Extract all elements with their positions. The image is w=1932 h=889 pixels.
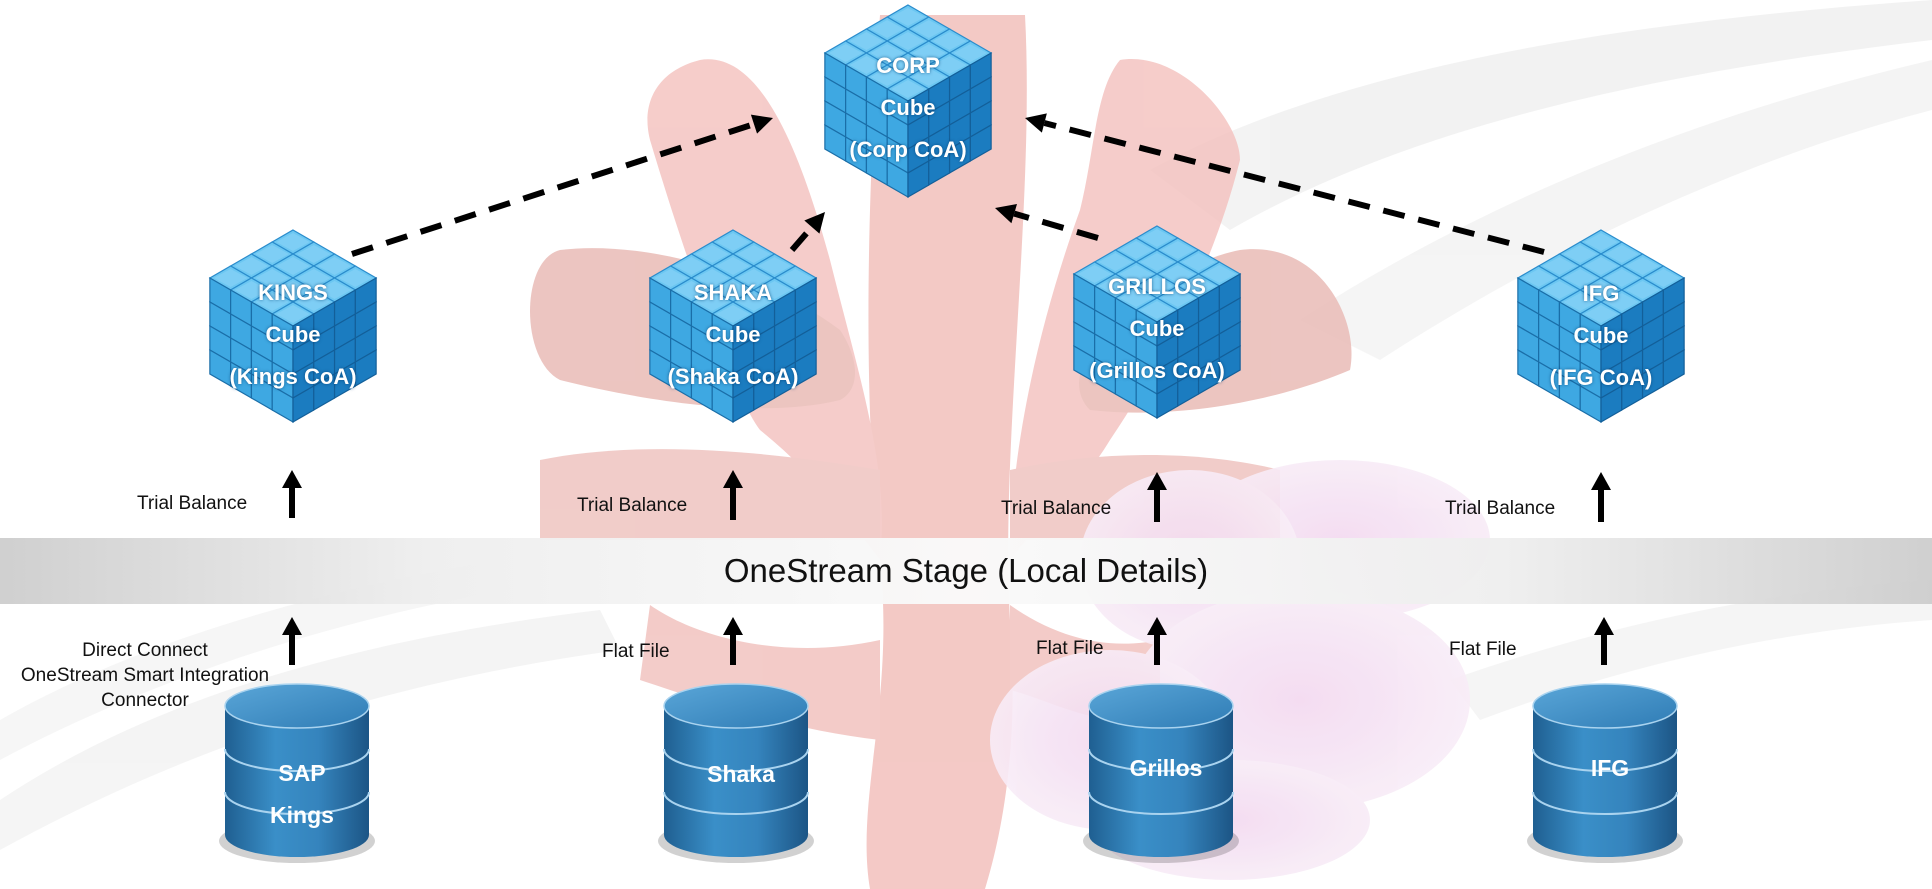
up-arrow-group [282,470,1614,665]
cube-title-corp: CORP [876,53,940,78]
sap-kings-database-icon [219,683,375,863]
trial-balance-label-kings: Trial Balance [137,493,248,514]
dashed-arrow-shaka-to-corp [789,212,825,252]
dashed-arrow-group [351,113,1545,257]
up-arrow-shaka-source [723,617,743,665]
source-label-ifg: Flat File [1449,639,1517,660]
source-label-grillos: Flat File [1036,638,1104,659]
db-line1-kings: SAP [278,760,326,786]
ifg-cube-icon [1516,229,1686,424]
background-watermark [0,0,1932,850]
up-arrow-shaka-trial-balance [723,470,743,520]
trial-balance-label-ifg: Trial Balance [1445,498,1556,519]
cube-type-shaka: Cube [705,322,761,347]
cube-coa-shaka: (Shaka CoA) [667,364,799,389]
onestream-stage-label: OneStream Stage (Local Details) [723,552,1209,589]
db-label-shaka: Shaka [661,753,821,795]
corp-cube-icon [823,4,993,199]
cube-title-kings: KINGS [258,280,328,305]
cube-coa-corp: (Corp CoA) [849,137,967,162]
shaka-cube-icon [648,229,818,424]
up-arrow-ifg-source [1594,617,1614,665]
cube-group [208,4,1686,424]
cube-title-ifg: IFG [1582,281,1620,306]
database-group [219,683,1683,863]
source-label-kings-line2: OneStream Smart Integration [20,665,270,686]
ifg-database-icon [1527,683,1683,863]
db-label-ifg: IFG [1530,747,1690,789]
db-line1-grillos: Grillos [1129,755,1203,781]
source-label-shaka: Flat File [602,641,670,662]
db-label-grillos: Grillos [1086,747,1246,789]
db-label-kings: SAP Kings [222,752,382,836]
cube-label-ifg: IFG Cube (IFG CoA) [1501,273,1701,399]
cube-label-grillos: GRILLOS Cube (Grillos CoA) [1057,266,1257,392]
dashed-arrow-grillos-to-corp [995,203,1099,241]
cube-label-kings: KINGS Cube (Kings CoA) [193,272,393,398]
shaka-database-icon [658,683,814,863]
cube-title-shaka: SHAKA [693,280,773,305]
db-line1-ifg: IFG [1590,755,1630,781]
cube-type-corp: Cube [880,95,936,120]
trial-balance-label-grillos: Trial Balance [1001,498,1112,519]
grillos-database-icon [1083,683,1239,863]
up-arrow-kings-trial-balance [282,470,302,518]
cube-label-corp: CORP Cube (Corp CoA) [808,45,1008,171]
cube-label-shaka: SHAKA Cube (Shaka CoA) [633,272,833,398]
dashed-arrow-ifg-to-corp [1025,113,1545,255]
up-arrow-kings-source [282,617,302,665]
source-label-kings: Direct Connect OneStream Smart Integrati… [0,638,290,713]
grillos-cube-icon [1072,225,1242,420]
cube-coa-grillos: (Grillos CoA) [1089,358,1225,383]
source-label-kings-line3: Connector [101,690,189,711]
up-arrow-grillos-source [1147,617,1167,665]
cube-coa-ifg: (IFG CoA) [1549,365,1653,390]
source-label-kings-line1: Direct Connect [82,640,208,661]
up-arrow-grillos-trial-balance [1147,472,1167,522]
cube-type-grillos: Cube [1129,316,1185,341]
up-arrow-ifg-trial-balance [1591,472,1611,522]
cube-type-ifg: Cube [1573,323,1629,348]
cube-coa-kings: (Kings CoA) [229,364,357,389]
onestream-stage-bar [0,538,1932,604]
cube-type-kings: Cube [265,322,321,347]
db-line1-shaka: Shaka [707,761,775,787]
cube-title-grillos: GRILLOS [1108,274,1206,299]
kings-cube-icon [208,229,378,424]
dashed-arrow-kings-to-corp [351,114,773,257]
trial-balance-label-shaka: Trial Balance [577,495,688,516]
db-line2-kings: Kings [270,802,334,828]
